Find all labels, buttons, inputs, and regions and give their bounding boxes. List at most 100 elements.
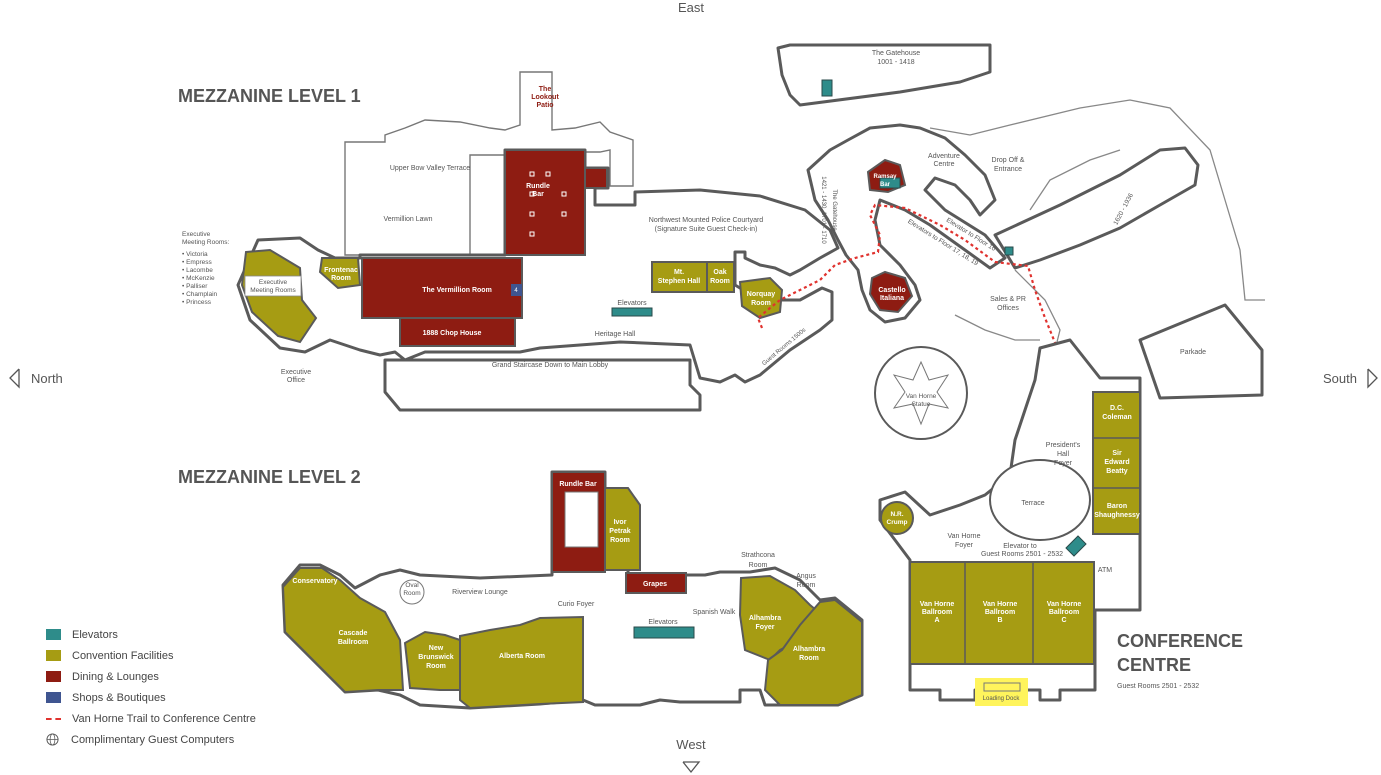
sales-label: Sales & PR (990, 296, 1026, 303)
svg-text:Ballroom: Ballroom (985, 609, 1015, 616)
globe-icon (46, 733, 59, 746)
svg-text:Room: Room (403, 590, 420, 597)
svg-text:Crump: Crump (887, 519, 908, 526)
upper-bow-label: Upper Bow Valley Terrace (390, 165, 470, 172)
van-horne-foyer-label: Van Horne (948, 533, 981, 540)
svg-text:Bar: Bar (880, 182, 891, 188)
west-arrow-icon[interactable] (682, 761, 701, 774)
svg-text:Edward: Edward (1104, 459, 1129, 466)
vermillion-lawn-label: Vermillion Lawn (383, 216, 432, 223)
svg-text:(Signature Suite Guest Check-i: (Signature Suite Guest Check-in) (655, 226, 758, 233)
svg-text:Foyer: Foyer (955, 542, 974, 549)
legend-computers: Complimentary Guest Computers (46, 729, 256, 750)
norquay-block (738, 276, 784, 320)
elevator-conference-label: Elevator to (1003, 543, 1037, 550)
chop-house-label: 1888 Chop House (423, 330, 482, 337)
compass-east: East (678, 0, 704, 15)
conference-centre-plan (878, 338, 1142, 706)
adventure-centre-label: Adventure (928, 153, 960, 160)
oak-room-label: Oak (713, 269, 726, 276)
executive-office-label: Executive (281, 369, 311, 376)
frontenac-block (318, 257, 362, 290)
svg-text:Ballroom: Ballroom (922, 609, 952, 616)
svg-text:Beatty: Beatty (1106, 468, 1128, 475)
van-horne-trail (756, 203, 1086, 391)
curio-foyer-label: Curio Foyer (558, 601, 595, 608)
oval-room-label: Oval (405, 582, 419, 589)
parkade-label: Parkade (1180, 349, 1206, 356)
svg-text:Entrance: Entrance (994, 166, 1022, 173)
svg-text:Italiana: Italiana (880, 295, 904, 302)
alhambra-room-block (763, 598, 863, 706)
svg-text:Executive: Executive (182, 231, 211, 238)
compass-north: North (31, 371, 63, 386)
shop-4-block (511, 284, 522, 296)
svg-text:Room: Room (797, 582, 816, 589)
svg-text:Room: Room (799, 655, 819, 662)
rundle-bar-label: Rundle (526, 183, 550, 190)
nwmp-courtyard-label: Northwest Mounted Police Courtyard (649, 217, 763, 224)
svg-text:Ballroom: Ballroom (1049, 609, 1079, 616)
svg-text:Brunswick: Brunswick (418, 654, 454, 661)
presidents-hall-label: President's (1046, 442, 1081, 449)
van-horne-a-label: Van Horne (920, 601, 955, 608)
svg-text:Statue: Statue (912, 401, 931, 408)
svg-text:Room: Room (426, 663, 446, 670)
mt-stephen-block (651, 261, 708, 293)
frontenac-label: Frontenac (324, 267, 358, 274)
svg-text:Room: Room (610, 537, 630, 544)
svg-text:A: A (934, 617, 939, 624)
svg-text:• Victoria: • Victoria (182, 251, 208, 258)
new-brunswick-block (403, 630, 461, 691)
rundle-bar-2-label: Rundle Bar (559, 481, 597, 488)
new-brunswick-label: New (429, 645, 444, 652)
strathcona-label: Strathcona (741, 552, 775, 559)
svg-text:Guest Rooms 2501 - 2532: Guest Rooms 2501 - 2532 (981, 551, 1063, 558)
loading-dock-label: Loading Dock (983, 696, 1021, 702)
van-horne-c-label: Van Horne (1047, 601, 1082, 608)
shops-swatch (46, 692, 61, 703)
svg-text:Bar: Bar (532, 191, 544, 198)
dc-coleman-label: D.C. (1110, 405, 1124, 412)
vermillion-room-label: The Vermillion Room (422, 287, 492, 294)
conference-guest-rooms: Guest Rooms 2501 - 2532 (1117, 683, 1199, 690)
drop-off-label: Drop Off & (992, 157, 1025, 164)
north-arrow-icon[interactable] (9, 368, 20, 389)
mt-stephen-label: Mt. (674, 269, 684, 276)
chop-house-block (399, 317, 516, 347)
alberta-block (459, 615, 584, 710)
dining-swatch (46, 671, 61, 682)
mezzanine-1-plan (236, 43, 1265, 440)
legend-convention: Convention Facilities (46, 645, 256, 666)
legend-dining: Dining & Lounges (46, 666, 256, 687)
svg-text:Room: Room (710, 278, 730, 285)
svg-text:4: 4 (514, 288, 518, 294)
compass-west: West (676, 737, 706, 752)
executive-meeting-label: Executive (259, 279, 288, 286)
svg-text:• McKenzie: • McKenzie (182, 275, 215, 282)
svg-text:Stephen Hall: Stephen Hall (658, 278, 700, 285)
nr-crump-label: N.R. (891, 511, 904, 518)
svg-text:Room: Room (751, 300, 771, 307)
svg-text:Meeting Rooms: Meeting Rooms (250, 287, 296, 294)
svg-text:The Gatehouse: The Gatehouse (831, 189, 837, 231)
svg-text:C: C (1061, 617, 1066, 624)
castello-label: Castello (878, 287, 905, 294)
svg-text:Foyer: Foyer (755, 624, 774, 631)
svg-text:Offices: Offices (997, 305, 1019, 312)
terrace-label: Terrace (1021, 500, 1044, 507)
legend-elevators: Elevators (46, 624, 256, 645)
legend-trail: Van Horne Trail to Conference Centre (46, 708, 256, 729)
ivor-petrak-block (604, 487, 641, 571)
sir-edward-label: Sir (1112, 450, 1122, 457)
statue-label: Van Horne (906, 393, 937, 400)
angus-label: Angus (796, 573, 816, 580)
gatehouse-label: The Gatehouse (872, 50, 920, 57)
svg-text:Office: Office (287, 377, 305, 384)
south-arrow-icon[interactable] (1367, 368, 1378, 389)
svg-text:Patio: Patio (536, 102, 553, 109)
heading-conference-1: CONFERENCE (1117, 631, 1243, 651)
ivor-petrak-label: Ivor (614, 519, 627, 526)
cascade-label: Cascade (339, 630, 368, 637)
